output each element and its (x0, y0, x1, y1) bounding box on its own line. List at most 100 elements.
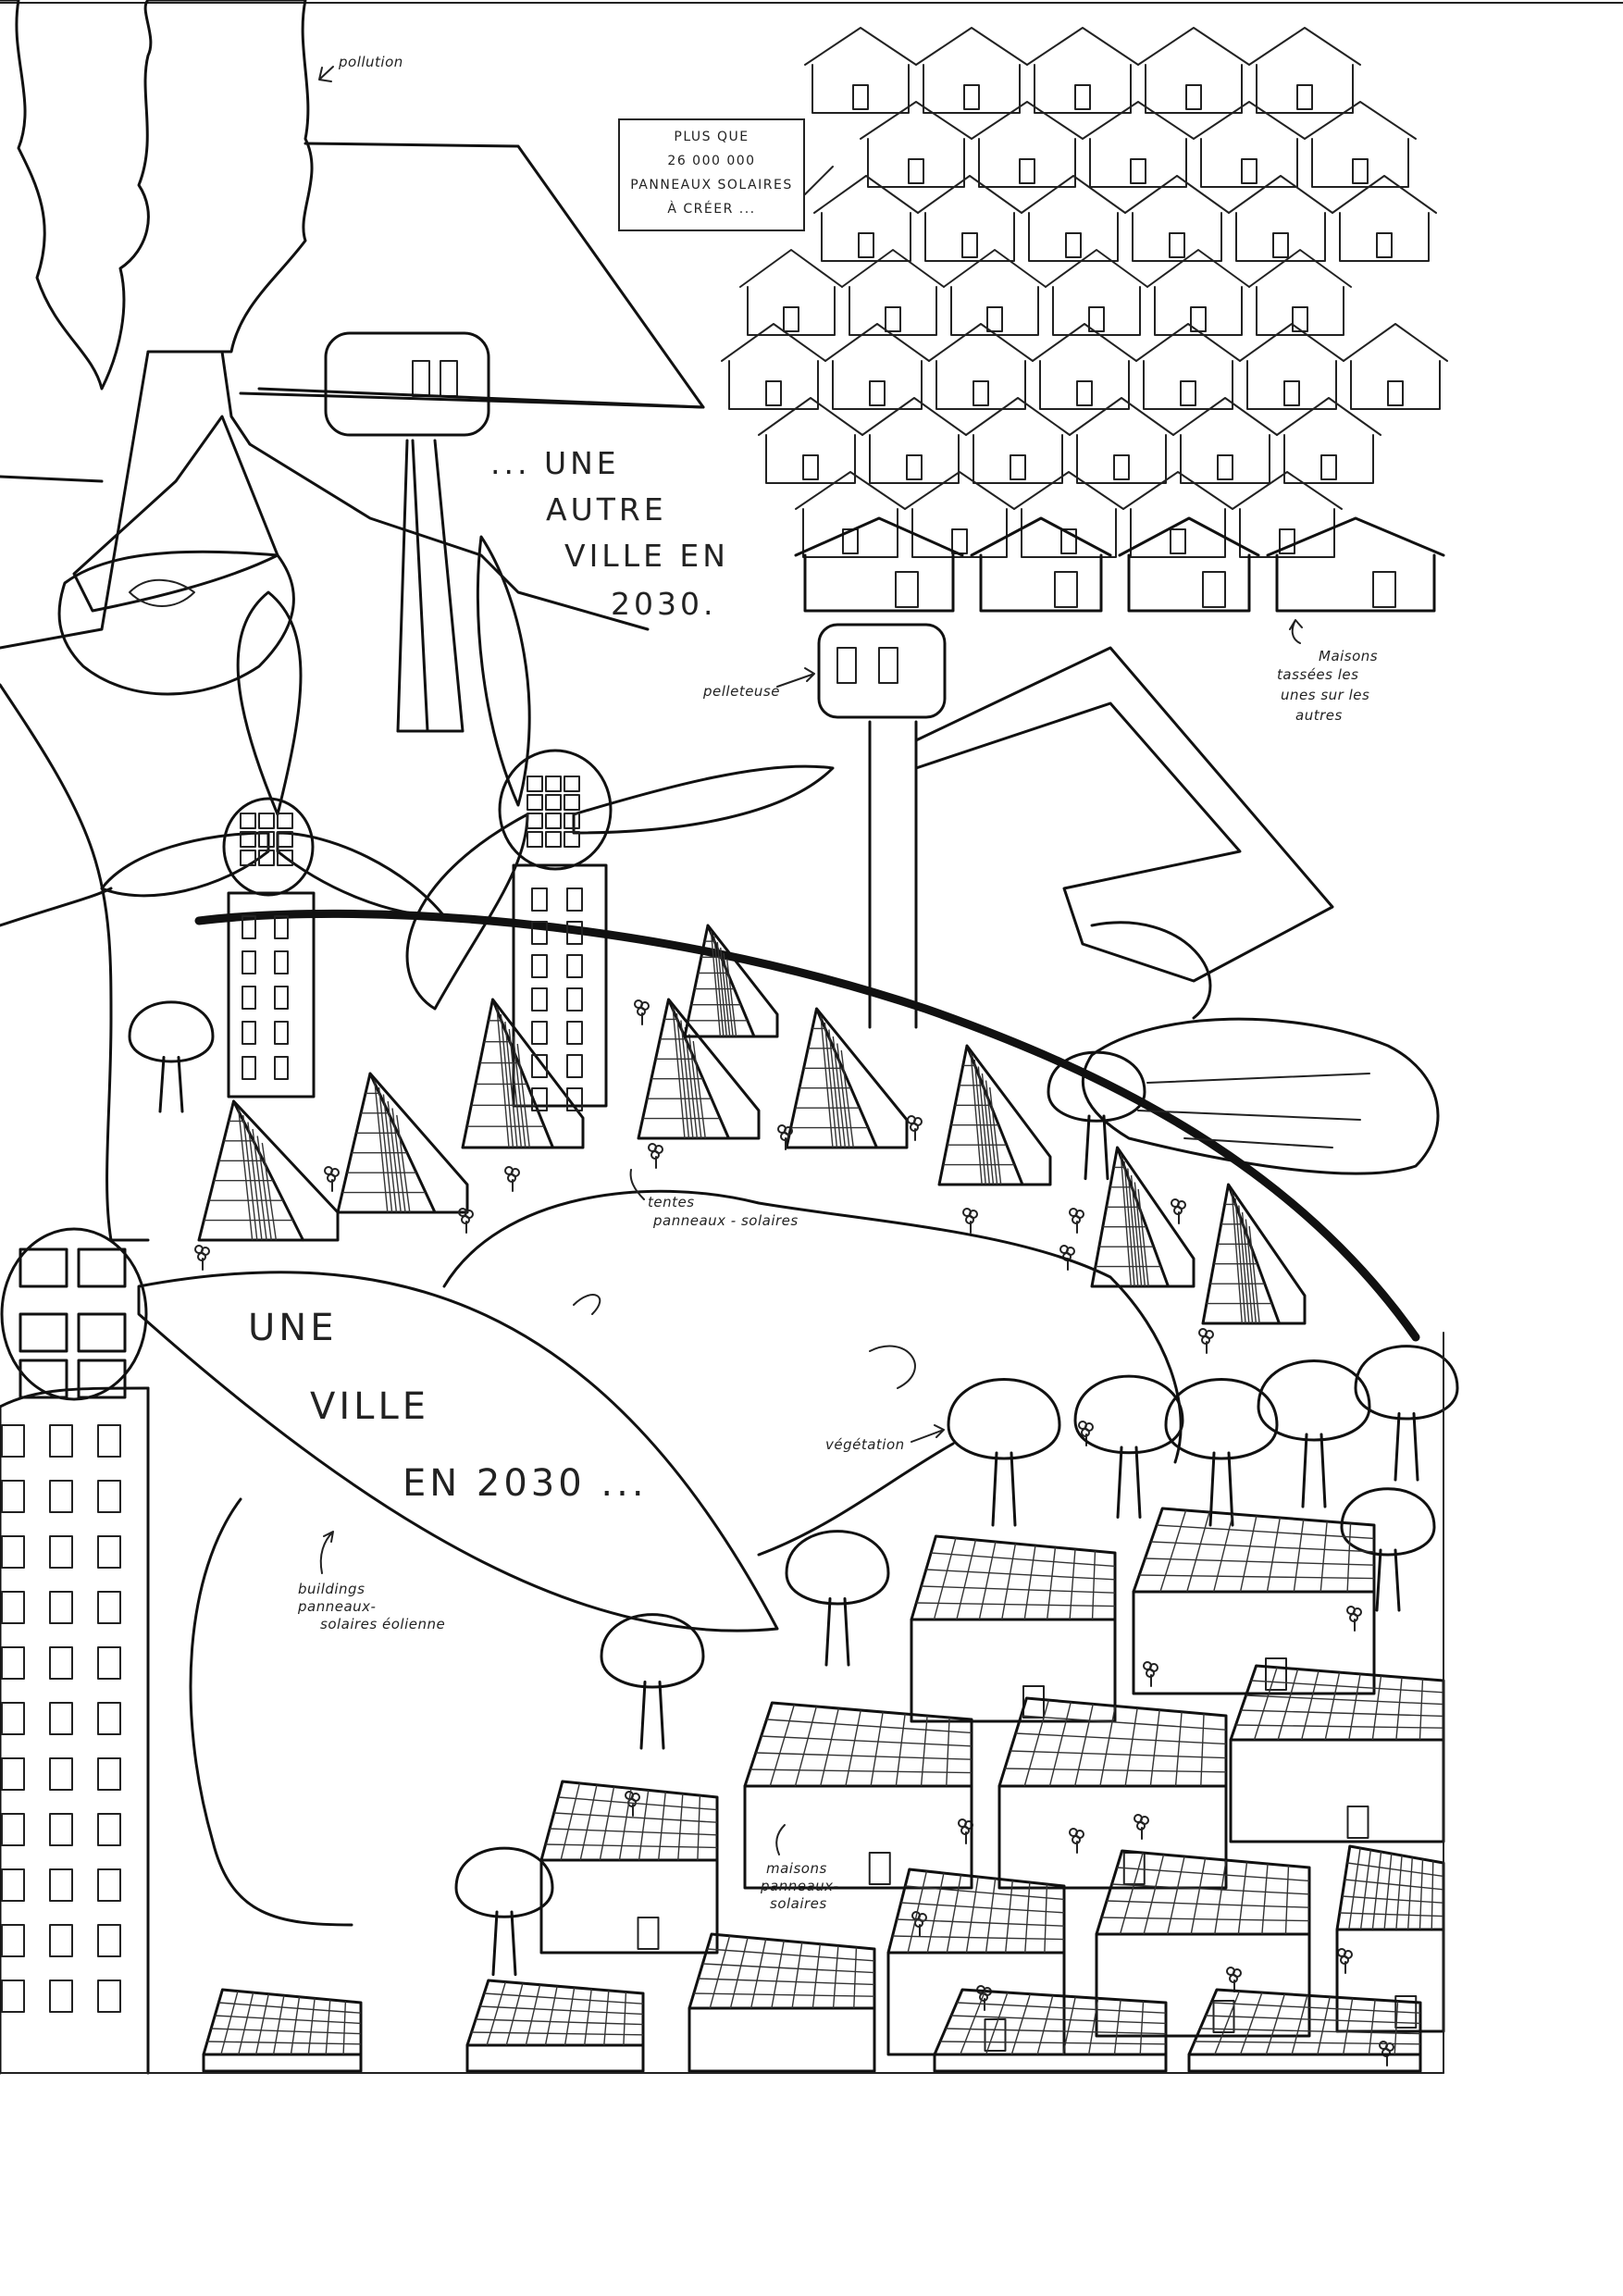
buildings-label-2: panneaux- (298, 1598, 377, 1615)
note-line-4: À CRÉER ... (667, 202, 756, 217)
hub-panel (527, 813, 543, 829)
window (1, 1813, 25, 1846)
window (49, 1980, 73, 2013)
city-title-1: UNE (248, 1307, 338, 1349)
hub-panel (77, 1312, 127, 1353)
house-door (1241, 158, 1258, 184)
tents-label-1: tentes (648, 1194, 695, 1210)
flower (1069, 1208, 1084, 1234)
house-door (885, 306, 901, 332)
hub-panel (277, 850, 293, 866)
flower (194, 1245, 210, 1271)
house-door (1074, 84, 1091, 110)
house-door (869, 380, 886, 406)
house (971, 101, 1084, 188)
house (1239, 323, 1344, 410)
turbine-1-windows (242, 915, 289, 1080)
window (242, 950, 256, 974)
tree (454, 1846, 554, 1977)
house-door (1372, 571, 1396, 608)
house-door (1019, 158, 1035, 184)
trees (128, 1000, 1459, 1977)
house-door (1130, 158, 1146, 184)
house (1193, 101, 1306, 188)
factory-chimney (0, 350, 252, 650)
tents-label-2: panneaux - solaires (653, 1212, 799, 1229)
house-door (1088, 306, 1105, 332)
solar-tent (461, 998, 585, 1149)
hub-panel (564, 813, 580, 829)
houses-label-3: unes sur les (1281, 687, 1370, 703)
house-door (1060, 528, 1077, 554)
house (943, 249, 1047, 336)
flower (1346, 1606, 1362, 1632)
hub-panel (240, 813, 256, 829)
solar-houses-label-2: panneaux- (761, 1878, 839, 1894)
house-door (1387, 380, 1404, 406)
house-door (1202, 571, 1226, 608)
window (531, 954, 548, 978)
window (242, 915, 256, 939)
window (1, 1535, 25, 1569)
left-excavator-arm (72, 415, 279, 613)
hub-panel (564, 831, 580, 848)
hub-panel (564, 776, 580, 792)
window (242, 986, 256, 1010)
house-door (895, 571, 919, 608)
house-door (963, 84, 980, 110)
hub-panel (545, 831, 562, 848)
hub-panel (19, 1359, 68, 1399)
house (1248, 27, 1361, 114)
window (274, 986, 289, 1010)
window (566, 987, 583, 1011)
window (97, 1757, 121, 1791)
note-line-3: PANNEAUX SOLAIRES (630, 178, 793, 192)
foreground-turbine-blade (137, 1271, 779, 1632)
house (721, 323, 826, 410)
solar-house (743, 1701, 973, 1890)
window (97, 1424, 121, 1458)
turbine-hub-grid (240, 813, 293, 866)
window (97, 1924, 121, 1957)
pollution-label: pollution (339, 54, 403, 70)
house-door (1296, 84, 1313, 110)
tree (785, 1530, 890, 1667)
house-door (858, 232, 874, 258)
solar-tent (1090, 1146, 1196, 1288)
window (531, 1021, 548, 1045)
window (242, 1021, 256, 1045)
flower (777, 1124, 793, 1150)
house (965, 397, 1071, 484)
house-door (637, 1917, 660, 1950)
solar-house (1132, 1507, 1376, 1695)
house (1021, 175, 1126, 262)
house (1232, 471, 1343, 558)
house (824, 323, 930, 410)
hub-panel (527, 831, 543, 848)
house-door (961, 232, 978, 258)
house-door (1272, 232, 1289, 258)
window (274, 950, 289, 974)
window (1, 1480, 25, 1513)
solar-house (465, 1979, 645, 2073)
solar-houses-label-1: maisons (766, 1860, 827, 1877)
hub-panel (258, 831, 275, 848)
window (566, 1054, 583, 1078)
left-trunk (0, 683, 150, 1242)
house (813, 175, 919, 262)
window (1, 1868, 25, 1902)
solar-tent (637, 998, 761, 1140)
house (1045, 249, 1148, 336)
turbine-1-blade (236, 590, 303, 816)
flower (962, 1208, 978, 1234)
house (1135, 323, 1241, 410)
window (566, 887, 583, 912)
tree (128, 1000, 215, 1113)
window (1, 1702, 25, 1735)
window (1, 1424, 25, 1458)
horizon-arc (194, 909, 1420, 1342)
window (566, 1021, 583, 1045)
window (566, 1087, 583, 1111)
